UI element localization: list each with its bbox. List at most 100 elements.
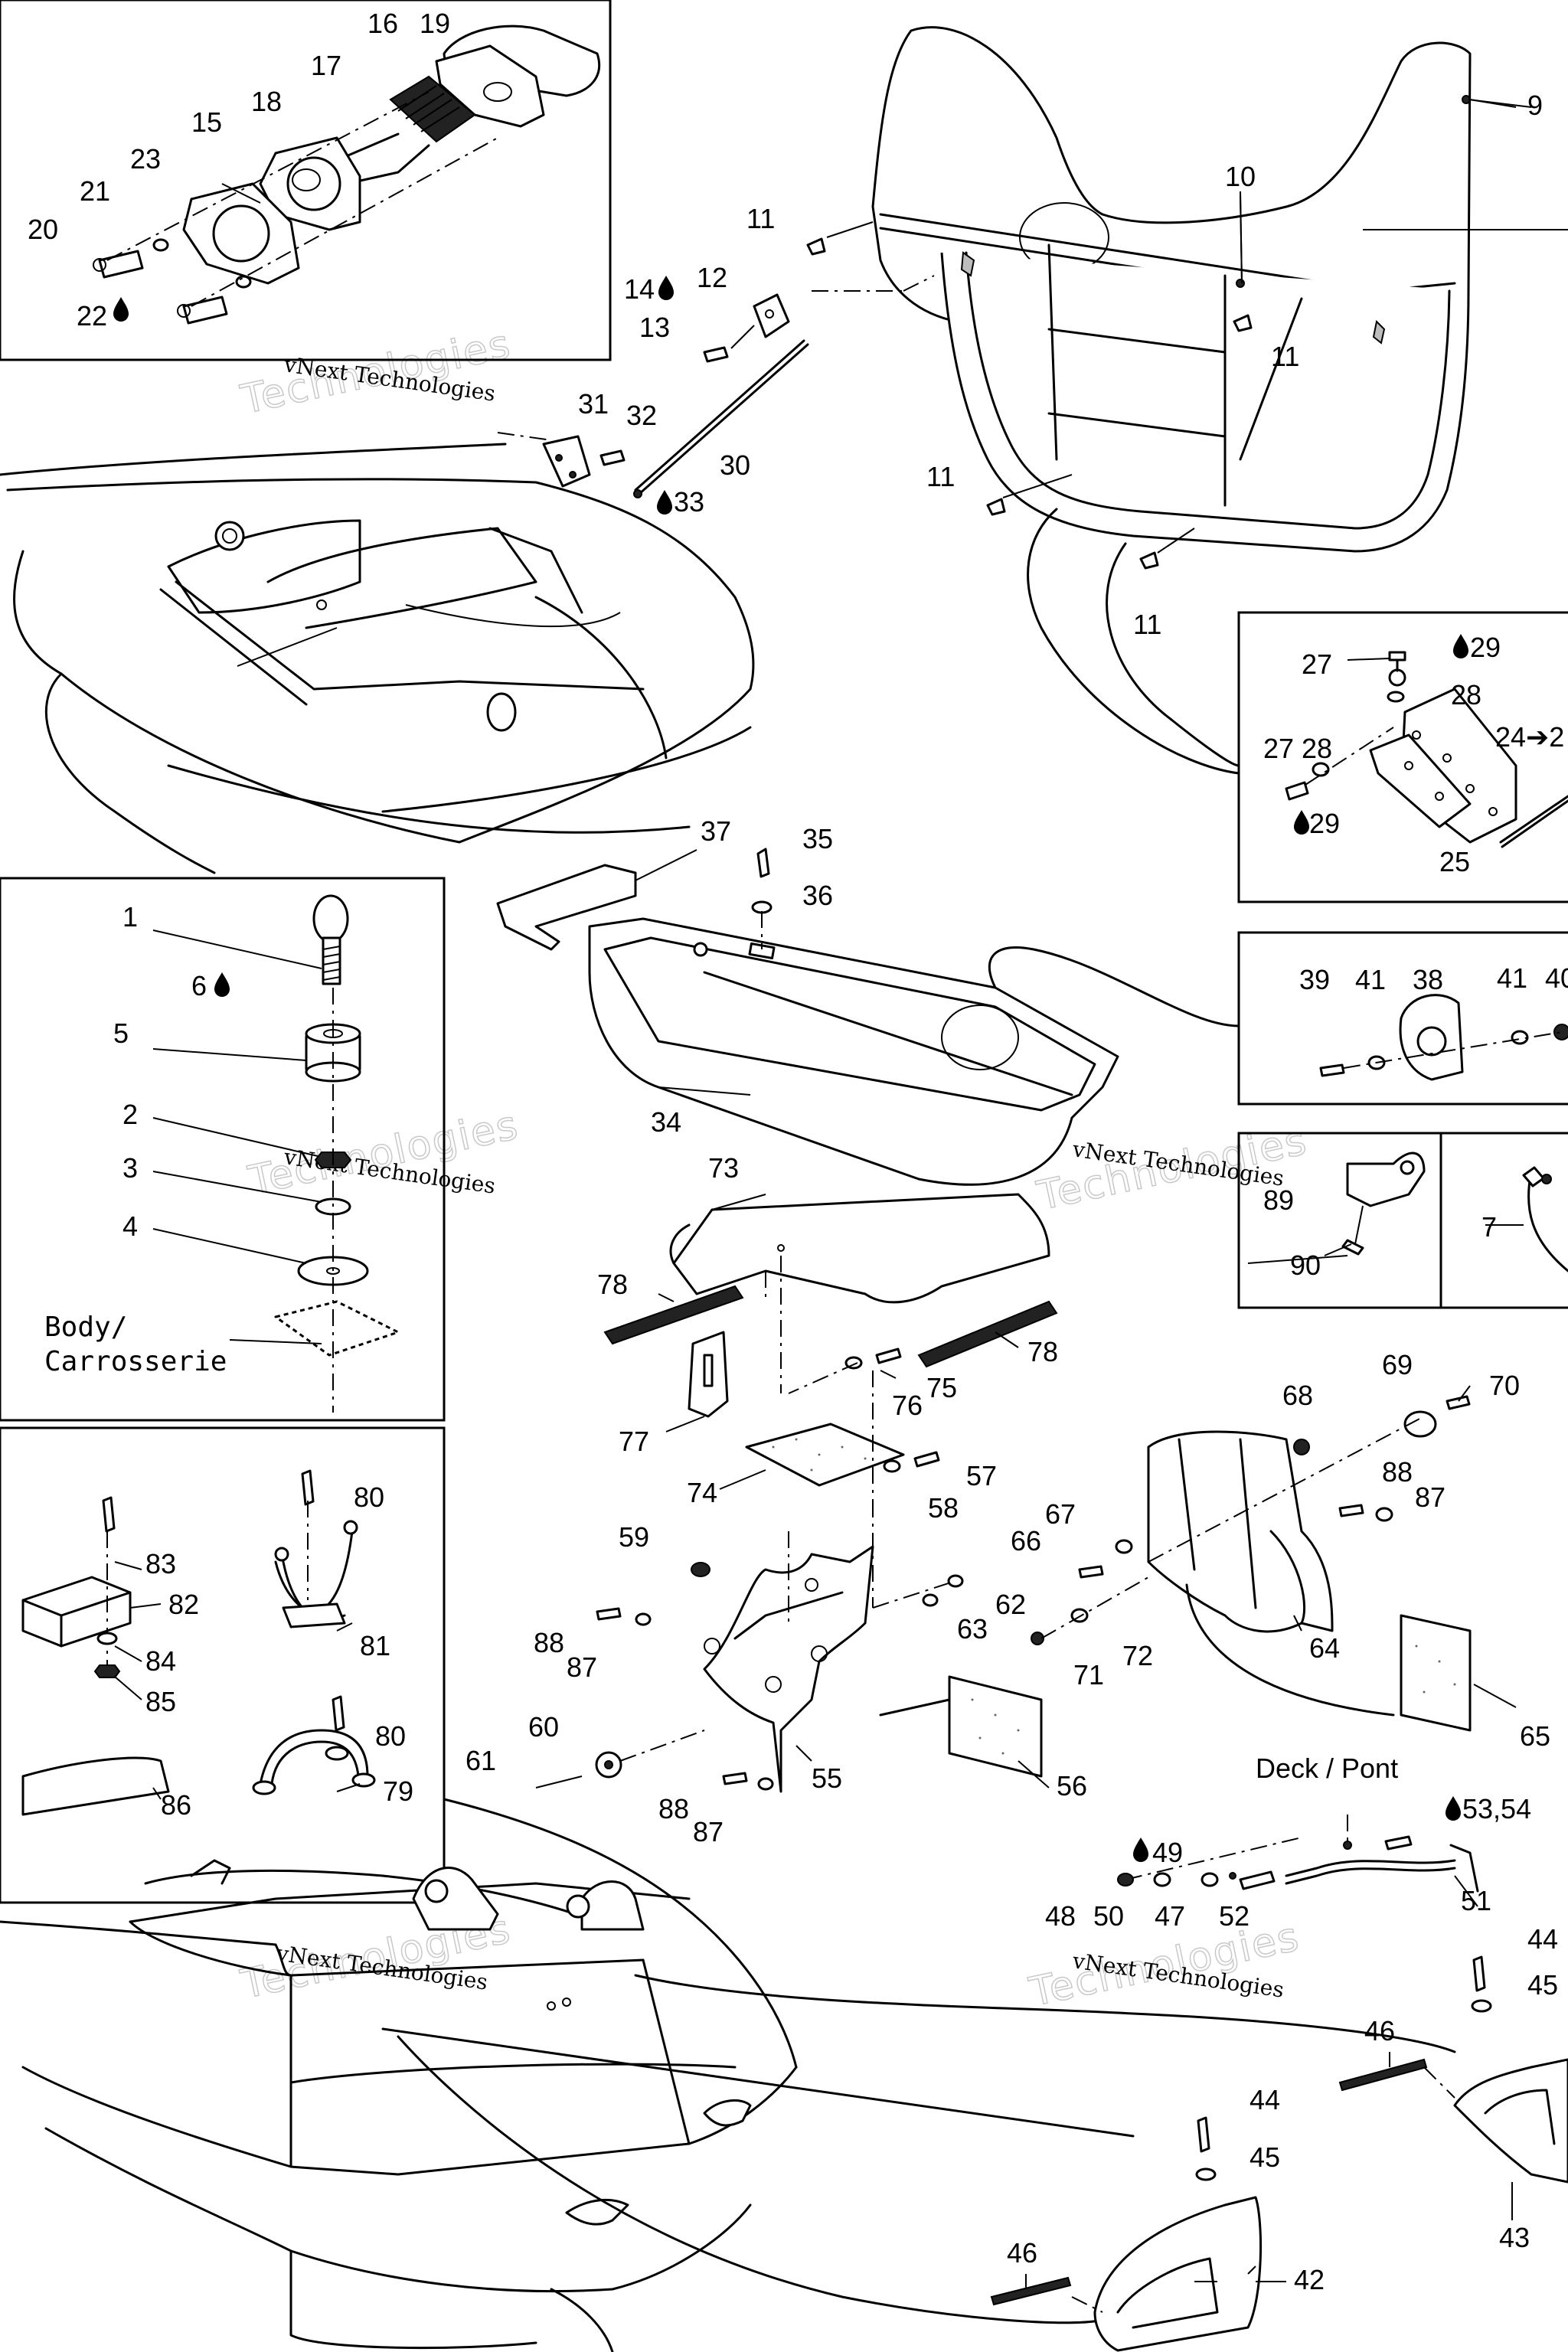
callout-39: 39 [1299,964,1330,995]
callout-1: 1 [122,901,138,933]
callout-84: 84 [145,1645,176,1677]
callout-11: 11 [1271,341,1299,372]
callout-35: 35 [802,823,833,854]
callout-46: 46 [1007,2237,1037,2269]
callout-18: 18 [251,86,282,117]
callout-78: 78 [597,1269,628,1300]
callout-50: 50 [1093,1900,1124,1932]
callout-21: 21 [80,175,110,207]
callout-63: 63 [957,1613,988,1645]
callout-28: 28 [1451,679,1481,710]
callout-34: 34 [651,1106,681,1138]
callout-25: 25 [1439,846,1470,877]
callout-87: 87 [567,1651,597,1683]
callout-61: 61 [466,1745,496,1776]
callout-80: 80 [375,1720,406,1752]
callout-44: 44 [1250,2084,1280,2115]
oil-drop-icon [1133,1838,1148,1862]
callout-41: 41 [1355,964,1386,995]
callout-14: 14 [624,273,655,305]
callout-89: 89 [1263,1184,1294,1216]
callout-55: 55 [812,1762,842,1794]
clips-parts [21,1469,376,1816]
callout-31: 31 [578,388,609,420]
oil-drop-icon [214,972,230,997]
callout-65: 65 [1520,1720,1550,1752]
callout-52: 52 [1219,1900,1250,1932]
inset-latch-box [0,0,612,361]
callout-49: 49 [1152,1837,1183,1868]
callout-32: 32 [626,400,657,431]
callout-86: 86 [161,1789,191,1821]
callout-2: 2 [122,1099,138,1130]
callout-46: 46 [1364,2015,1395,2047]
inset-frames [0,0,1568,1904]
callout-13: 13 [639,312,670,343]
callout-78: 78 [1027,1336,1058,1367]
callout-83: 83 [145,1548,176,1579]
oil-drop-icon [657,490,672,514]
callout-23: 23 [130,143,161,175]
inset-clips-box [0,1426,446,1904]
callout-36: 36 [802,880,833,911]
callout-48: 48 [1045,1900,1076,1932]
callout-64: 64 [1309,1632,1340,1664]
callout-40: 40 [1545,962,1568,994]
fasteners-11 [806,221,1253,775]
callout-17: 17 [311,50,341,81]
storage-bins [990,1955,1568,2352]
callout-57: 57 [966,1460,997,1491]
cover-assembly [535,1193,1058,1793]
callout-28: 28 [1302,733,1332,764]
callout-53-54: 53,54 [1462,1793,1531,1824]
callout-87: 87 [693,1816,724,1847]
callout-12: 12 [697,262,727,293]
callout-70: 70 [1489,1370,1520,1401]
hose-assembly [1117,1815,1479,1893]
callout-77: 77 [619,1426,649,1457]
oil-drop-icon [113,297,129,322]
latch-parts [93,24,601,325]
callout-11: 11 [1133,609,1161,640]
callout-82: 82 [168,1589,199,1620]
callout-27: 27 [1302,648,1332,680]
callout-19: 19 [420,8,450,39]
inset-bracket-box [1237,1132,1568,1309]
oil-drop-icon [658,276,674,300]
callout-7: 7 [1481,1211,1497,1243]
body-label: Body/ [44,1312,127,1343]
callout-90: 90 [1290,1250,1321,1281]
callout-10: 10 [1225,161,1256,192]
callout-69: 69 [1382,1349,1413,1380]
callout-73: 73 [708,1152,739,1184]
callout-81: 81 [360,1630,390,1661]
backrest-assembly [871,26,1568,553]
callout-11: 11 [926,461,955,492]
callout-9: 9 [1527,90,1543,121]
callout-88: 88 [658,1793,689,1824]
carrosserie-label: Carrosserie [44,1346,227,1377]
inset-pulley-box [1237,931,1568,1106]
callout-45: 45 [1250,2141,1280,2173]
callout-68: 68 [1282,1380,1313,1411]
pulley-parts [1319,994,1568,1081]
callout-56: 56 [1057,1770,1087,1802]
inset-hinge-box [1237,611,1568,903]
callout-37: 37 [701,815,731,847]
lower-hull [0,1798,1456,2352]
callout-58: 58 [928,1492,959,1524]
callout-3: 3 [122,1152,138,1184]
body-caption: Body/ Carrosserie [44,1312,227,1377]
callout-67: 67 [1045,1498,1076,1530]
callout-42: 42 [1294,2264,1325,2295]
callout-15: 15 [191,106,222,138]
callout-80: 80 [354,1481,384,1513]
callout-16: 16 [368,8,398,39]
bracket-parts [1341,1152,1568,1272]
callout-27: 27 [1263,733,1294,764]
callout-44: 44 [1527,1923,1558,1955]
callout-4: 4 [122,1210,138,1242]
callout-33: 33 [674,486,704,518]
callout-79: 79 [383,1775,413,1807]
